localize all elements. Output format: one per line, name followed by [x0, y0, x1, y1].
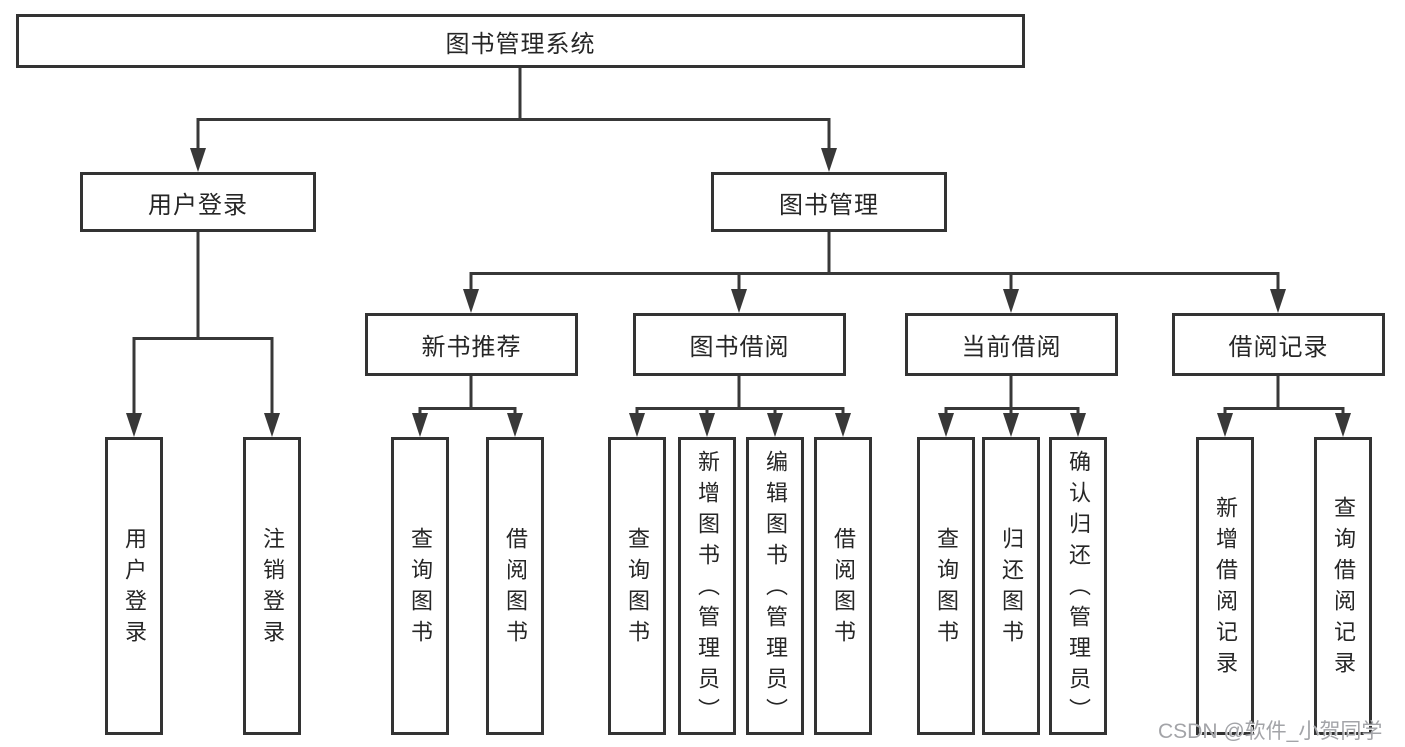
- arrow-down-icon: [190, 148, 206, 172]
- node-current-borrow: 当前借阅: [905, 313, 1118, 376]
- arrow-down-icon: [629, 413, 645, 437]
- node-borrow-records: 借阅记录: [1172, 313, 1385, 376]
- leaf-edit-book-admin: 编辑图书（管理员）: [746, 437, 804, 735]
- leaf-add-book-admin: 新增图书（管理员）: [678, 437, 736, 735]
- arrow-down-icon: [821, 148, 837, 172]
- leaf-query-books-borrow: 查询图书: [608, 437, 666, 735]
- connector-borrow-records-split: [1223, 375, 1345, 417]
- arrow-down-icon: [731, 289, 747, 313]
- leaf-borrow-books: 借阅图书: [814, 437, 872, 735]
- leaf-logout: 注销登录: [243, 437, 301, 735]
- connector-new-book-split: [418, 375, 517, 417]
- arrow-down-icon: [1003, 413, 1019, 437]
- node-new-book-recommend: 新书推荐: [365, 313, 578, 376]
- node-root: 图书管理系统: [16, 14, 1025, 68]
- leaf-user-login: 用户登录: [105, 437, 163, 735]
- leaf-query-books-current: 查询图书: [917, 437, 975, 735]
- connector-current-borrow-split: [944, 375, 1080, 417]
- leaf-confirm-return-admin: 确认归还（管理员）: [1049, 437, 1107, 735]
- arrow-down-icon: [1335, 413, 1351, 437]
- connector-root-split: [196, 68, 831, 152]
- arrow-down-icon: [767, 413, 783, 437]
- arrow-down-icon: [1270, 289, 1286, 313]
- arrow-down-icon: [835, 413, 851, 437]
- arrow-down-icon: [507, 413, 523, 437]
- arrow-down-icon: [699, 413, 715, 437]
- arrow-down-icon: [264, 413, 280, 437]
- node-book-borrow: 图书借阅: [633, 313, 846, 376]
- node-book-management: 图书管理: [711, 172, 947, 232]
- arrow-down-icon: [126, 413, 142, 437]
- arrow-down-icon: [463, 289, 479, 313]
- arrow-down-icon: [1070, 413, 1086, 437]
- leaf-return-book: 归还图书: [982, 437, 1040, 735]
- node-user-login: 用户登录: [80, 172, 316, 232]
- arrow-down-icon: [1003, 289, 1019, 313]
- leaf-add-borrow-record: 新增借阅记录: [1196, 437, 1254, 735]
- arrow-down-icon: [1217, 413, 1233, 437]
- arrow-down-icon: [412, 413, 428, 437]
- leaf-borrow-books-recommend: 借阅图书: [486, 437, 544, 735]
- watermark-text: CSDN @软件_小贺同学: [1158, 720, 1383, 743]
- arrow-down-icon: [938, 413, 954, 437]
- connector-book-mgmt-split: [469, 231, 1280, 293]
- leaf-query-books-recommend: 查询图书: [391, 437, 449, 735]
- connector-user-login-split: [132, 231, 274, 417]
- connector-book-borrow-split: [635, 375, 845, 417]
- leaf-query-borrow-record: 查询借阅记录: [1314, 437, 1372, 735]
- arrowheads: [126, 148, 1351, 437]
